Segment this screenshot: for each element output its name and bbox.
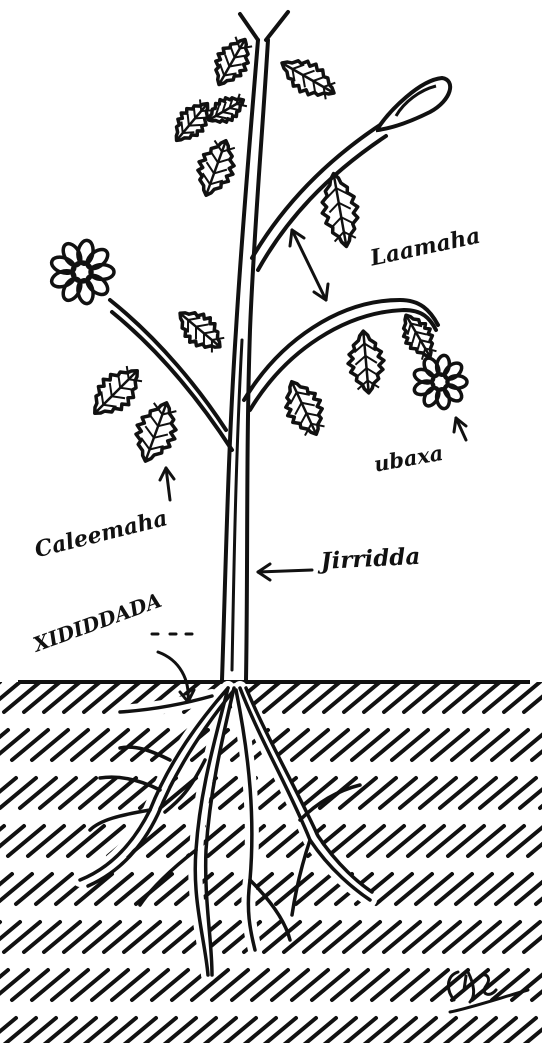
flower-bud <box>378 78 450 130</box>
soil-hatching <box>0 682 542 1043</box>
stem <box>222 12 288 680</box>
leaf <box>316 170 364 249</box>
leaf <box>275 374 332 442</box>
label-jirridda: Jirridda <box>320 543 421 575</box>
leaf <box>205 31 259 92</box>
leaf <box>127 396 186 468</box>
leaf <box>345 330 386 395</box>
leaf <box>82 358 150 426</box>
leaf <box>170 301 230 359</box>
flower-right <box>412 354 467 409</box>
flower-left <box>49 239 114 305</box>
branches <box>110 125 438 450</box>
leaf <box>189 135 243 202</box>
leaf <box>274 49 342 107</box>
